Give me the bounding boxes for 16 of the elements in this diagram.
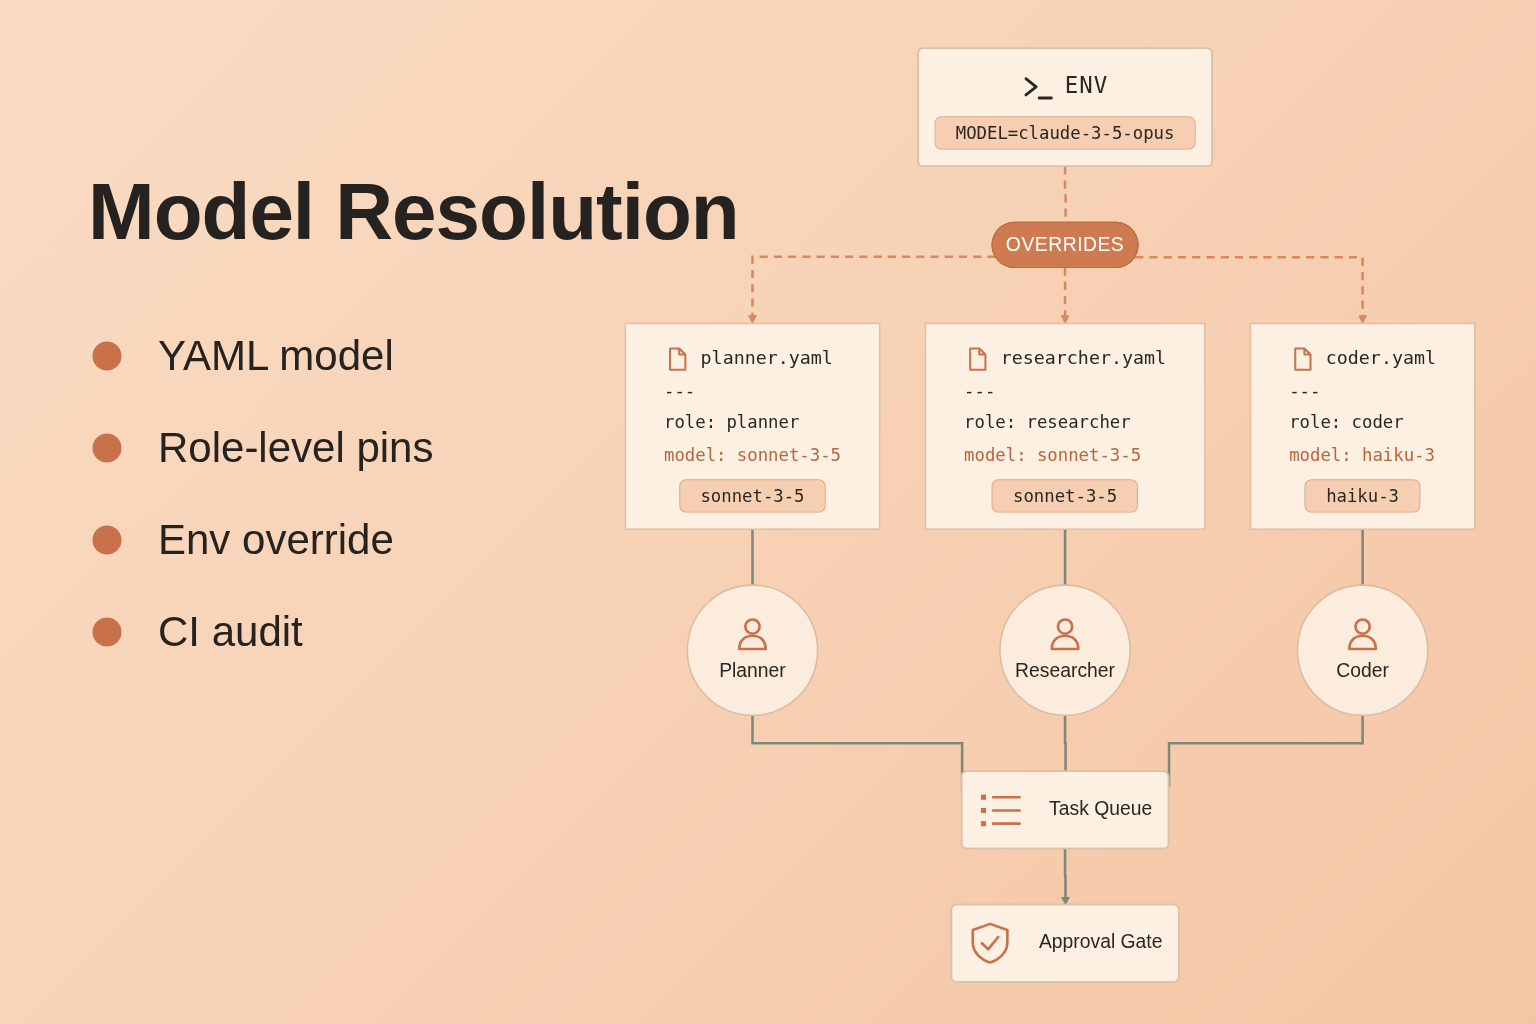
title: Model Resolution (88, 168, 739, 256)
connector (1063, 714, 1067, 772)
node-box: coder.yaml --- role: coder model: haiku-3 haiku-3 (1249, 322, 1476, 530)
bullet-text: YAML model (158, 332, 394, 380)
node-box: planner.yaml --- role: planner model: sonnet-3-5 sonnet-3-5 (624, 322, 881, 530)
arrow (1060, 266, 1070, 324)
arrow (748, 255, 996, 324)
bullet-text: Env override (158, 516, 394, 564)
node-circle: Coder (1296, 584, 1429, 717)
node-circle: Planner (686, 584, 819, 717)
node-box: researcher.yaml --- role: researcher model: sonnet-3-5 sonnet-3-5 (924, 322, 1206, 530)
node-circle: Researcher (999, 584, 1131, 717)
bullet-text: Role-level pins (158, 424, 434, 472)
arrow (1135, 256, 1368, 324)
arrow (1061, 847, 1070, 906)
bullet-text: CI audit (158, 608, 303, 656)
